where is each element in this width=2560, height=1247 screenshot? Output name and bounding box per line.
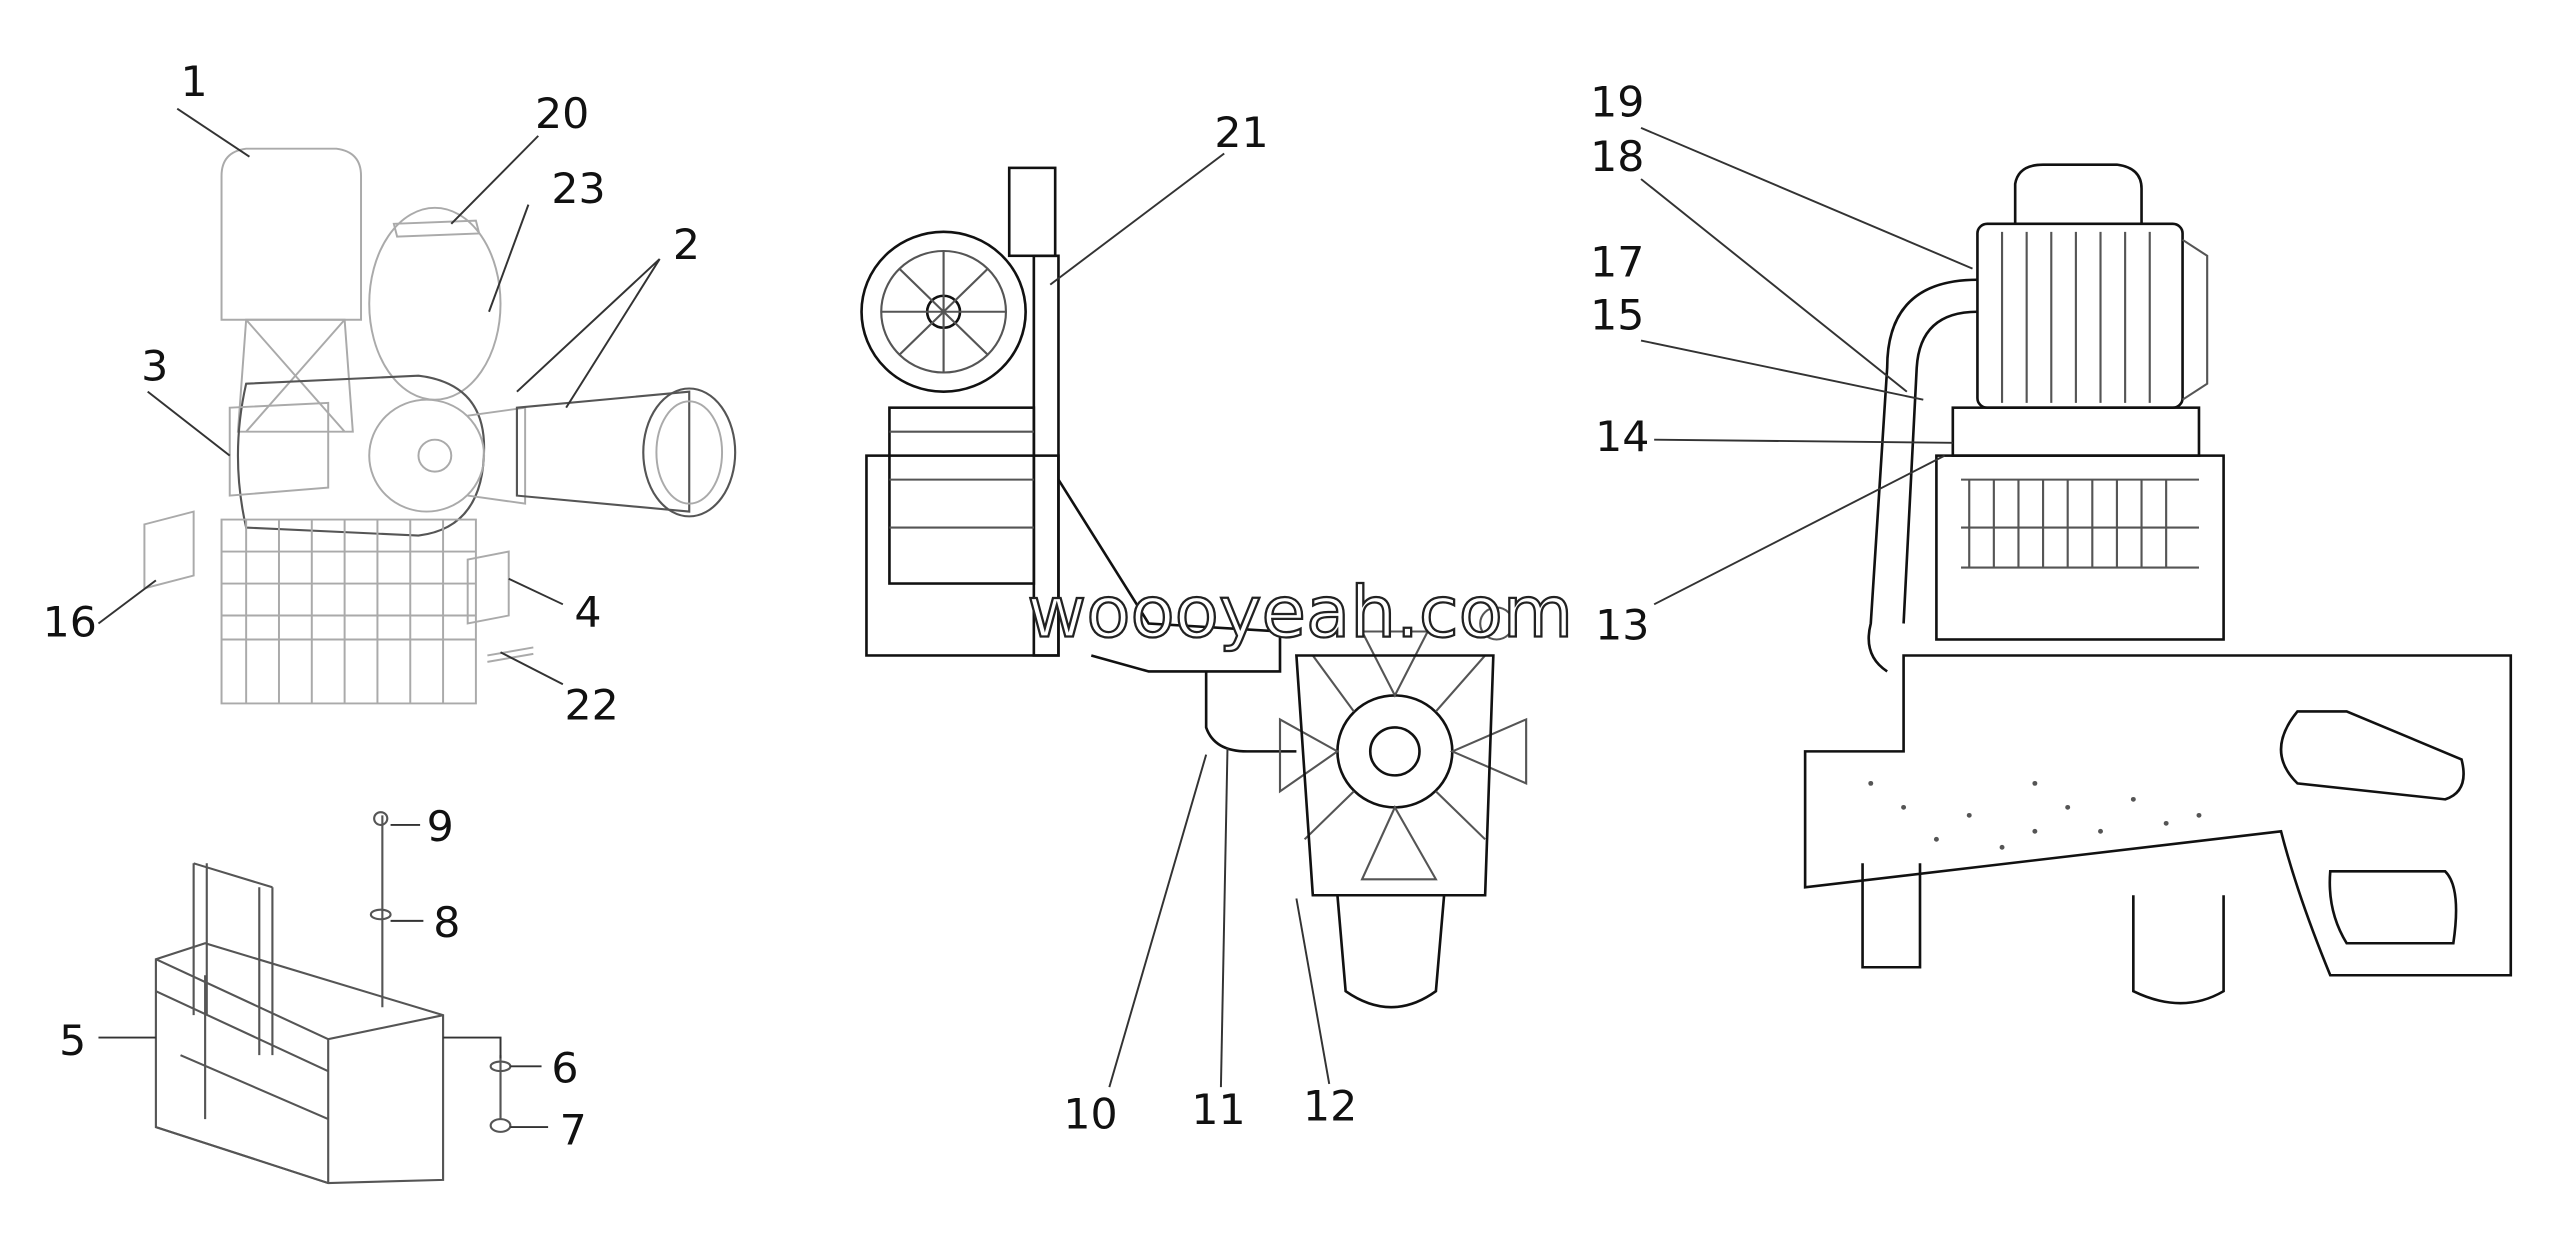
callout-16: 16 — [43, 598, 97, 646]
callout-2: 2 — [673, 221, 700, 269]
callout-15: 15 — [1590, 291, 1644, 339]
callout-10: 10 — [1063, 1090, 1117, 1138]
air-filter-exploded-view — [143, 147, 737, 705]
leader-lines — [97, 107, 1973, 1129]
callout-12: 12 — [1303, 1082, 1357, 1130]
callout-5: 5 — [59, 1017, 86, 1065]
callout-22: 22 — [565, 681, 619, 729]
callout-17: 17 — [1590, 238, 1644, 286]
callout-7: 7 — [560, 1106, 587, 1154]
callout-23: 23 — [551, 165, 605, 213]
callout-13: 13 — [1595, 601, 1649, 649]
callout-19: 19 — [1590, 78, 1644, 126]
callout-18: 18 — [1590, 133, 1644, 181]
callout-4: 4 — [574, 588, 601, 636]
callout-11: 11 — [1191, 1085, 1245, 1133]
callout-9: 9 — [427, 802, 454, 850]
callout-labels: 1 20 23 2 3 16 4 22 9 8 5 6 7 21 10 11 1… — [43, 57, 1650, 1154]
callout-8: 8 — [433, 898, 460, 946]
callout-21: 21 — [1214, 109, 1268, 157]
watermark: woooyeah.com — [1027, 571, 1573, 653]
callout-6: 6 — [551, 1044, 578, 1092]
callout-3: 3 — [141, 342, 168, 390]
engine-front-view — [860, 166, 1528, 1009]
callout-14: 14 — [1595, 412, 1649, 460]
mounting-frame — [154, 811, 512, 1185]
callout-20: 20 — [535, 89, 589, 137]
callout-1: 1 — [181, 57, 208, 105]
engine-side-view — [1803, 163, 2513, 1005]
